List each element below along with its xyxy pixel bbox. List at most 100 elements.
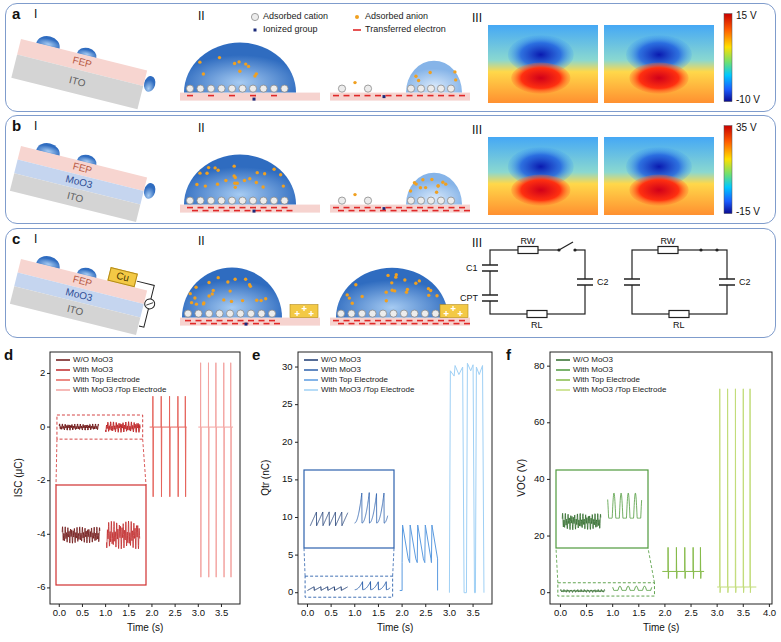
legend-swatch: [304, 355, 318, 365]
resistor-symbol: [518, 247, 538, 254]
tick-label: 0.5: [325, 608, 338, 619]
tick-label: 3.0: [443, 608, 456, 619]
adsorbed-anion: [453, 70, 456, 73]
potential-high: [511, 174, 570, 205]
drawing-part: [556, 379, 570, 381]
legend-text: With Top Electrode: [573, 375, 640, 384]
legend-swatch: [56, 385, 70, 395]
transferred-electron: [354, 207, 360, 209]
transferred-electron: [250, 95, 256, 97]
transferred-electron: [412, 323, 418, 325]
tick-mark: [295, 404, 298, 405]
tick-mark: [295, 479, 298, 480]
legend-swatch: [56, 375, 70, 385]
transferred-electron: [359, 323, 365, 325]
adsorbed-anion: [441, 181, 444, 184]
transferred-electron: [344, 207, 350, 209]
transferred-electron: [449, 207, 455, 209]
adsorbed-cation: [186, 85, 193, 92]
transferred-electron: [238, 320, 244, 322]
adsorbed-anion: [202, 302, 205, 305]
tick-label: 20: [282, 437, 293, 448]
zoom-box: [305, 576, 393, 597]
legend-item: Transferred electron: [352, 24, 446, 36]
subpanel-number: III: [472, 237, 482, 251]
transferred-electron: [274, 323, 280, 325]
data-line: [662, 547, 704, 578]
transferred-electron: [391, 323, 397, 325]
adsorbed-anion: [207, 166, 210, 169]
adsorbed-anion: [228, 289, 231, 292]
subpanel-number: II: [198, 10, 205, 24]
adsorbed-cation: [337, 310, 344, 317]
transferred-electron: [203, 210, 209, 212]
capacitor-symbol: [624, 279, 640, 285]
legend-swatch: [304, 375, 318, 385]
potential-high: [629, 62, 688, 93]
adsorbed-cation: [247, 310, 254, 317]
adsorbed-cation: [417, 85, 424, 92]
potential-field: [488, 25, 598, 103]
adsorbed-anion: [403, 278, 406, 281]
tick-label: 2.5: [419, 608, 432, 619]
legend-item: W/O MoO3: [304, 354, 361, 366]
adsorbed-anion: [435, 294, 438, 297]
adsorbed-cation: [411, 310, 418, 317]
meter-needle: [146, 301, 153, 306]
transferred-electron: [380, 323, 386, 325]
transferred-electron: [198, 207, 204, 209]
legend-swatch: [556, 375, 570, 385]
adsorbed-anion: [244, 278, 247, 281]
charge-sign: [451, 306, 456, 311]
transferred-electron: [454, 210, 460, 212]
tick-mark: [547, 592, 550, 593]
legend-text: Ionized group: [263, 24, 318, 34]
transferred-electron: [407, 320, 413, 322]
adsorbed-cation: [417, 197, 424, 204]
tick-label: 25: [282, 399, 293, 410]
legend-text: Adsorbed anion: [365, 11, 428, 21]
adsorbed-anion: [418, 279, 421, 282]
transferred-electron: [208, 95, 214, 97]
transferred-electron: [459, 207, 465, 209]
adsorbed-anion: [204, 184, 207, 187]
data-line: [150, 396, 187, 497]
adsorbed-anion: [202, 301, 205, 304]
transferred-electron: [271, 95, 277, 97]
tick-mark: [295, 592, 298, 593]
legend-text: Adsorbed cation: [263, 11, 328, 21]
adsorbed-anion: [238, 70, 241, 73]
adsorbed-anion: [212, 289, 215, 292]
component-label: RW: [521, 236, 536, 246]
adsorbed-cation: [427, 197, 434, 204]
panel-letter: f: [506, 346, 511, 363]
adsorbed-cation: [369, 310, 376, 317]
component-label: C2: [597, 277, 609, 287]
transferred-electron: [208, 207, 214, 209]
tick-label: 15: [282, 474, 293, 485]
adsorbed-cation: [228, 197, 235, 204]
tick-label: 10: [282, 512, 293, 523]
colorbar: [724, 14, 732, 102]
adsorbed-anion: [405, 291, 408, 294]
tick-mark: [295, 517, 298, 518]
transferred-electron: [438, 320, 444, 322]
component-label: RL: [531, 320, 543, 330]
legend-swatch: [556, 365, 570, 375]
substrate-band: [180, 318, 320, 326]
tick-mark: [47, 534, 50, 535]
tick-label: 30: [282, 362, 293, 373]
legend-swatch: [352, 12, 362, 22]
adsorbed-anion: [222, 298, 225, 301]
tick-label: -6: [37, 582, 45, 593]
tick-mark: [547, 422, 550, 423]
tick-label: 1.5: [372, 608, 385, 619]
adsorbed-anion: [435, 191, 438, 194]
transferred-electron: [276, 210, 282, 212]
zoom-box: [57, 415, 143, 439]
adsorbed-anion: [255, 72, 258, 75]
transferred-electron: [344, 95, 350, 97]
transferred-electron: [261, 207, 267, 209]
transferred-electron: [459, 320, 465, 322]
